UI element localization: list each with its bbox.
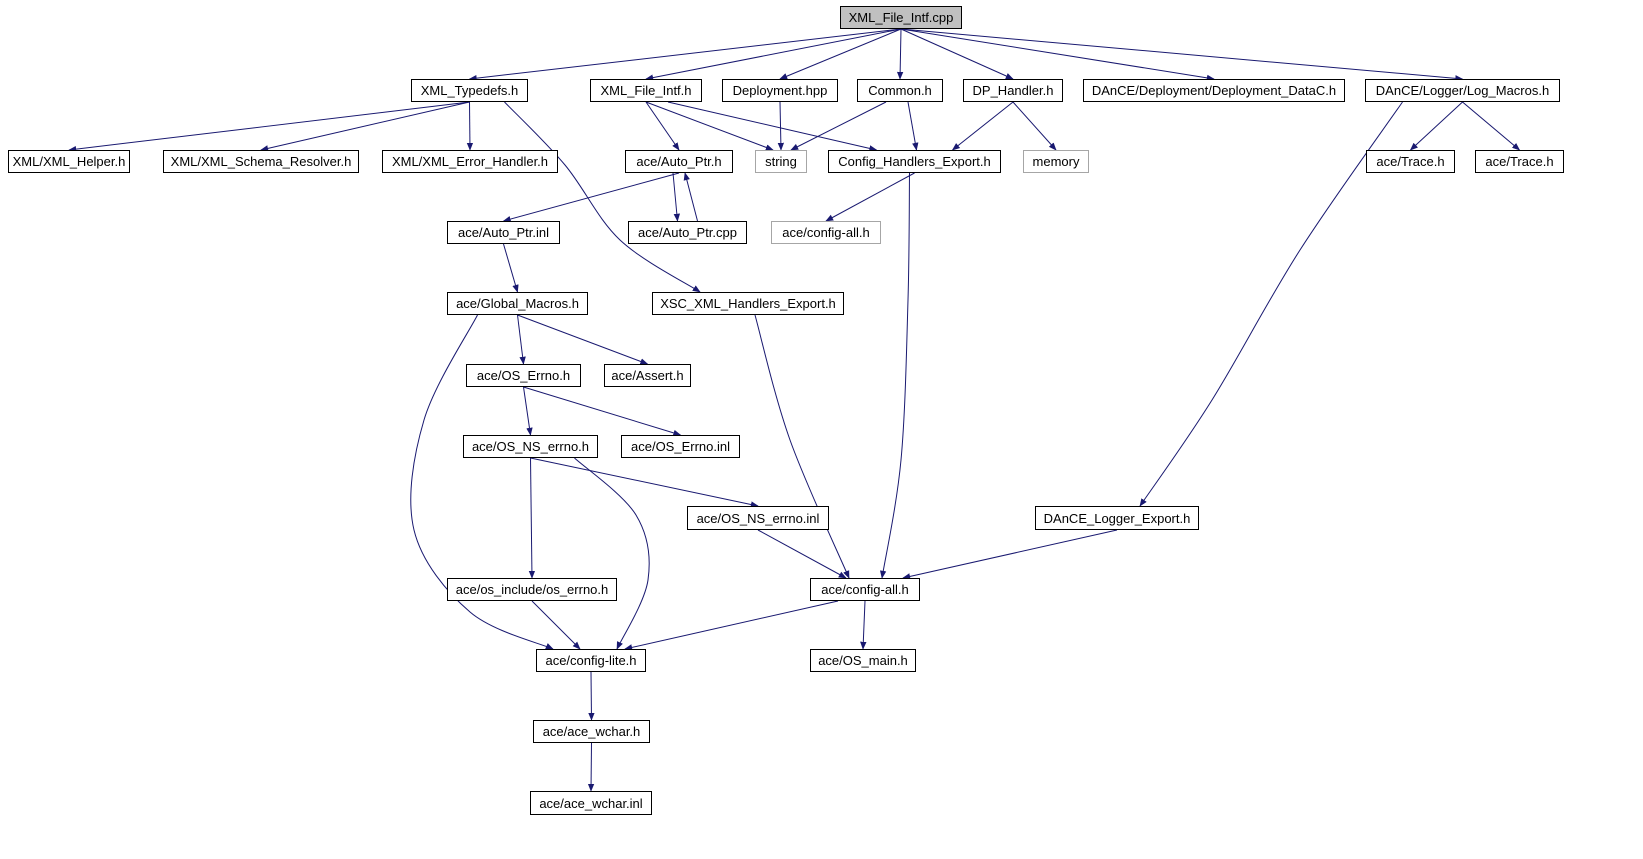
edge-xml_file_intf_h-to-config_handlers_export_h [667, 101, 878, 152]
edge-xml_typedefs_h-to-xml_helper_h [68, 101, 470, 153]
graph-node-global_macros_h[interactable]: ace/Global_Macros.h [447, 292, 588, 315]
edge-xml_file_intf_cpp-to-deployment_datac_h [900, 28, 1215, 82]
edge-common_h-to-config_handlers_export_h [907, 101, 919, 151]
edge-ace_wchar_h-to-ace_wchar_inl [587, 742, 595, 792]
graph-node-deployment_hpp[interactable]: Deployment.hpp [722, 79, 838, 102]
edge-os_errno_h-to-os_ns_errno_h [523, 386, 533, 436]
edge-os_ns_errno_h-to-os_include_os_errno_h [528, 457, 536, 579]
graph-node-memory[interactable]: memory [1023, 150, 1089, 173]
graph-node-os_errno_h[interactable]: ace/OS_Errno.h [466, 364, 581, 387]
graph-node-config_lite_h[interactable]: ace/config-lite.h [536, 649, 646, 672]
graph-node-ace_wchar_inl[interactable]: ace/ace_wchar.inl [530, 791, 652, 815]
graph-node-log_macros_h[interactable]: DAnCE/Logger/Log_Macros.h [1365, 79, 1560, 102]
edge-xml_file_intf_cpp-to-common_h [896, 28, 904, 80]
edge-xml_file_intf_cpp-to-xml_file_intf_h [645, 28, 902, 81]
edge-xml_file_intf_cpp-to-deployment_hpp [779, 28, 902, 80]
edge-dance_logger_export_h-to-config_all_h [902, 529, 1118, 580]
graph-node-xml_schema_resolver_h[interactable]: XML/XML_Schema_Resolver.h [163, 150, 359, 173]
edge-global_macros_h-to-assert_h [517, 314, 649, 365]
edge-deployment_hpp-to-string [777, 101, 785, 151]
edge-config_lite_h-to-ace_wchar_h [588, 671, 595, 721]
graph-node-os_main_h[interactable]: ace/OS_main.h [810, 649, 916, 672]
graph-node-auto_ptr_cpp[interactable]: ace/Auto_Ptr.cpp [628, 221, 747, 244]
edge-xml_file_intf_cpp-to-xml_typedefs_h [468, 28, 902, 82]
graph-node-xsc_xml_handlers_export_h[interactable]: XSC_XML_Handlers_Export.h [652, 292, 844, 315]
graph-node-config_all_h[interactable]: ace/config-all.h [810, 578, 920, 601]
graph-node-xml_typedefs_h[interactable]: XML_Typedefs.h [411, 79, 528, 102]
edge-os_ns_errno_inl-to-config_all_h [757, 529, 847, 579]
edge-xml_file_intf_cpp-to-dp_handler_h [900, 28, 1014, 80]
graph-node-os_ns_errno_h[interactable]: ace/OS_NS_errno.h [463, 435, 598, 458]
graph-node-trace_h_2[interactable]: ace/Trace.h [1475, 150, 1564, 173]
edge-xml_file_intf_cpp-to-log_macros_h [900, 28, 1464, 82]
graph-node-dp_handler_h[interactable]: DP_Handler.h [963, 79, 1063, 102]
edge-config_all_h-to-os_main_h [860, 600, 867, 650]
graph-node-dance_logger_export_h[interactable]: DAnCE_Logger_Export.h [1035, 506, 1199, 530]
graph-node-auto_ptr_inl[interactable]: ace/Auto_Ptr.inl [447, 221, 560, 244]
edge-auto_ptr_h-to-auto_ptr_cpp [672, 172, 681, 222]
graph-node-config_handlers_export_h[interactable]: Config_Handlers_Export.h [828, 150, 1001, 173]
graph-node-assert_h[interactable]: ace/Assert.h [604, 364, 691, 387]
edge-os_errno_h-to-os_errno_inl [523, 386, 682, 436]
edge-global_macros_h-to-os_errno_h [517, 314, 526, 365]
graph-node-xml_file_intf_cpp[interactable]: XML_File_Intf.cpp [840, 6, 962, 29]
edge-auto_ptr_cpp-to-auto_ptr_h [683, 172, 698, 222]
edge-dp_handler_h-to-memory [1012, 101, 1057, 151]
graph-node-config_all_h_top[interactable]: ace/config-all.h [771, 221, 881, 244]
graph-node-ace_wchar_h[interactable]: ace/ace_wchar.h [533, 720, 650, 743]
edge-xsc_xml_handlers_export_h-to-config_all_h [754, 314, 850, 579]
graph-node-xml_helper_h[interactable]: XML/XML_Helper.h [8, 150, 130, 173]
edge-xml_typedefs_h-to-xml_schema_resolver_h [260, 101, 470, 152]
graph-node-trace_h_1[interactable]: ace/Trace.h [1366, 150, 1455, 173]
edge-auto_ptr_inl-to-global_macros_h [503, 243, 519, 293]
graph-node-auto_ptr_h[interactable]: ace/Auto_Ptr.h [625, 150, 733, 173]
edge-log_macros_h-to-trace_h_2 [1462, 101, 1521, 151]
edge-config_handlers_export_h-to-config_all_h_top [825, 172, 915, 222]
edge-os_include_os_errno_h-to-config_lite_h [531, 600, 581, 650]
edge-dp_handler_h-to-config_handlers_export_h [951, 101, 1014, 151]
graph-node-os_ns_errno_inl[interactable]: ace/OS_NS_errno.inl [687, 506, 829, 530]
edge-global_macros_h-to-config_lite_h [410, 314, 554, 650]
edge-log_macros_h-to-dance_logger_export_h [1139, 101, 1403, 507]
graph-node-os_errno_inl[interactable]: ace/OS_Errno.inl [621, 435, 740, 458]
edge-xml_typedefs_h-to-xsc_xml_handlers_export_h [504, 101, 701, 293]
edge-common_h-to-string [790, 101, 887, 151]
graph-node-string[interactable]: string [755, 150, 807, 173]
graph-node-os_include_os_errno_h[interactable]: ace/os_include/os_errno.h [447, 578, 617, 601]
edge-xml_file_intf_h-to-string [645, 101, 774, 151]
edge-config_handlers_export_h-to-config_all_h [879, 172, 910, 579]
edge-log_macros_h-to-trace_h_1 [1409, 101, 1463, 151]
edge-auto_ptr_h-to-auto_ptr_inl [502, 172, 680, 223]
graph-node-xml_error_handler_h[interactable]: XML/XML_Error_Handler.h [382, 150, 558, 173]
edge-config_all_h-to-config_lite_h [624, 600, 839, 651]
edge-xml_typedefs_h-to-xml_error_handler_h [466, 101, 474, 151]
graph-node-common_h[interactable]: Common.h [857, 79, 943, 102]
graph-node-deployment_datac_h[interactable]: DAnCE/Deployment/Deployment_DataC.h [1083, 79, 1345, 102]
edge-os_ns_errno_h-to-os_ns_errno_inl [530, 457, 759, 508]
edge-xml_file_intf_h-to-auto_ptr_h [645, 101, 680, 151]
edge-os_ns_errno_h-to-config_lite_h [574, 457, 650, 650]
graph-node-xml_file_intf_h[interactable]: XML_File_Intf.h [590, 79, 702, 102]
